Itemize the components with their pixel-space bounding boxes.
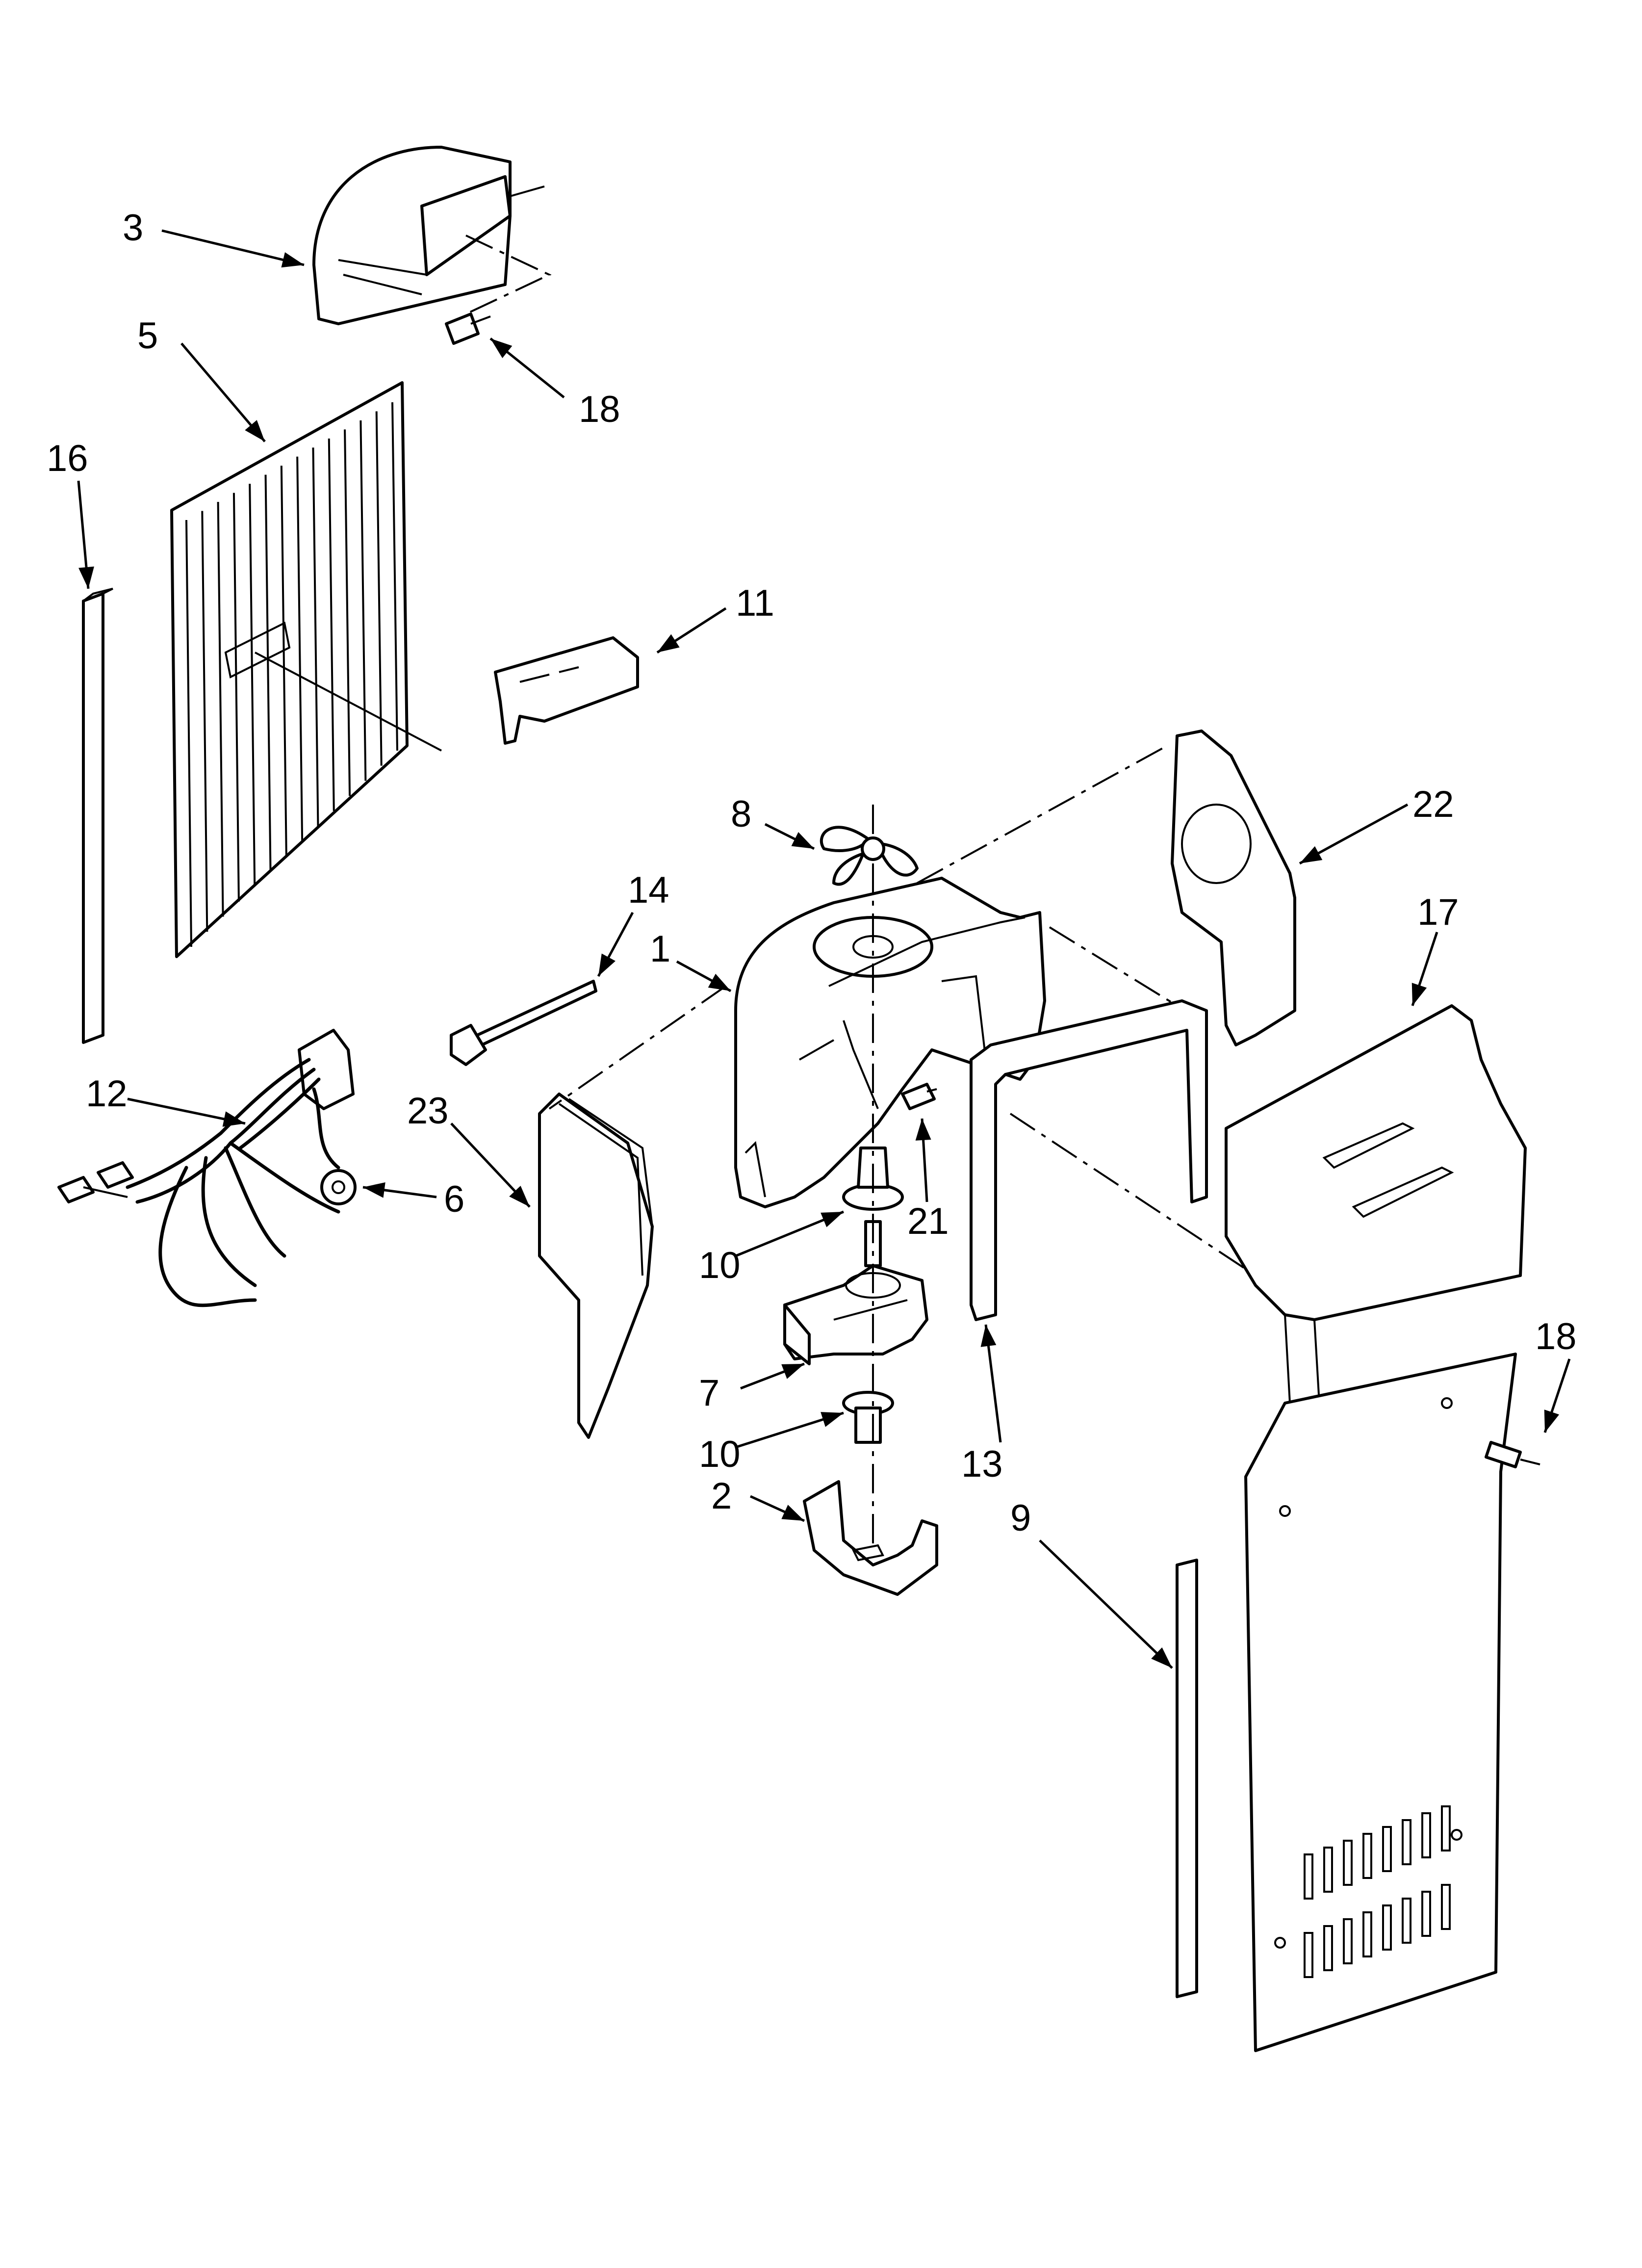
callout-10-upper: 10 xyxy=(699,1245,741,1286)
callout-14: 14 xyxy=(628,869,669,911)
callout-21: 21 xyxy=(907,1200,949,1242)
part-8-fan-blade xyxy=(820,805,919,886)
part-12-wire-harness xyxy=(57,1029,355,1307)
callout-16: 16 xyxy=(47,438,88,479)
callout-10-lower: 10 xyxy=(699,1434,741,1475)
part-16-strip xyxy=(82,588,113,1044)
part-21-screw xyxy=(901,1083,937,1110)
callout-11: 11 xyxy=(736,582,774,624)
part-17-air-tower xyxy=(1225,1004,1527,1404)
part-6-grommet xyxy=(320,1169,357,1205)
part-1-fan-shroud xyxy=(734,877,1046,1208)
part-10-bushing-lower xyxy=(842,1391,894,1444)
part-7-motor xyxy=(783,1220,928,1365)
callout-7: 7 xyxy=(699,1372,719,1414)
part-18-screw-right xyxy=(1485,1441,1540,1468)
part-18-screw-top xyxy=(445,313,491,345)
part-9-rear-panel xyxy=(1244,1353,1517,2052)
callout-6: 6 xyxy=(444,1178,464,1220)
part-10-bushing-upper xyxy=(842,1147,904,1211)
callout-5: 5 xyxy=(137,315,158,357)
part-3-duct-cover xyxy=(312,146,552,325)
callout-22: 22 xyxy=(1412,783,1454,825)
part-11-bracket xyxy=(494,636,639,745)
callout-23: 23 xyxy=(407,1090,449,1132)
callout-13: 13 xyxy=(961,1443,1003,1485)
leader-arrows xyxy=(77,229,1571,1669)
callout-8: 8 xyxy=(731,793,751,835)
part-14-cable-tie xyxy=(450,980,597,1066)
callout-18-top: 18 xyxy=(579,389,620,430)
part-22-side-panel xyxy=(1171,730,1296,1046)
callout-9: 9 xyxy=(1010,1497,1031,1539)
part-13-u-gasket xyxy=(970,999,1208,1321)
part-16-strip-lower xyxy=(1176,1559,1198,1998)
callout-labels: 3 18 5 16 11 8 22 14 1 17 12 23 6 21 10 … xyxy=(47,207,1577,1539)
part-2-motor-bracket xyxy=(803,1480,938,1596)
callout-1: 1 xyxy=(650,928,670,970)
part-23-side-gasket xyxy=(538,1093,654,1439)
callout-12: 12 xyxy=(86,1073,128,1115)
callout-17: 17 xyxy=(1417,891,1459,933)
callout-2: 2 xyxy=(711,1475,732,1517)
callout-18-right: 18 xyxy=(1535,1316,1577,1357)
callout-3: 3 xyxy=(123,207,143,249)
part-5-evaporator-grille xyxy=(170,381,442,958)
